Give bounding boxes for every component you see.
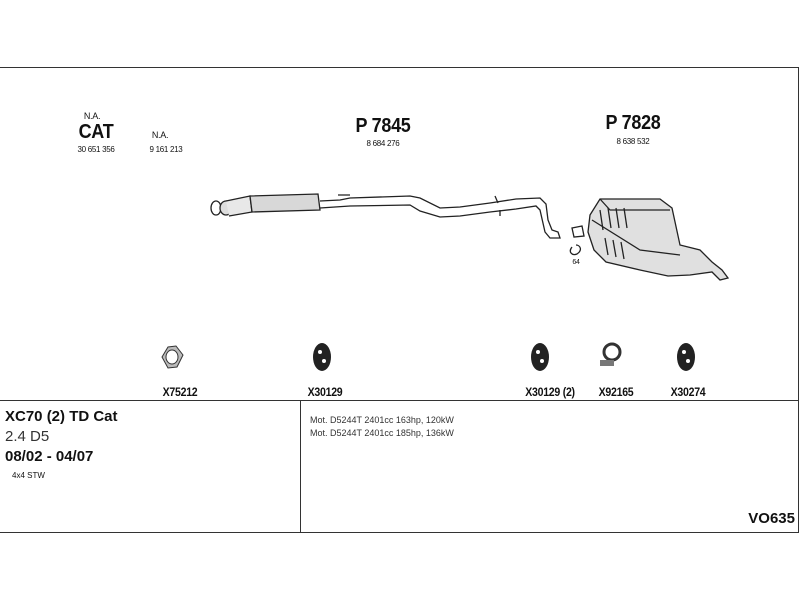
rubber-mount-icon (313, 343, 331, 371)
engine-spec: Mot. D5244T 2401cc 163hp, 120kW (310, 415, 454, 425)
accessory-label: X92165 (598, 385, 634, 399)
part-code-p7828: P 7828 (605, 112, 661, 134)
rubber-mount-icon (531, 343, 549, 371)
engine-spec: Mot. D5244T 2401cc 185hp, 136kW (310, 428, 454, 438)
vehicle-years: 08/02 - 04/07 (5, 448, 94, 465)
part-number-p7828: 8 638 532 (616, 137, 650, 146)
clamp-ref: 64 (572, 259, 580, 266)
na-label: N.A. (151, 130, 169, 140)
gasket-icon (161, 345, 184, 369)
clamp-icon (600, 342, 622, 366)
vehicle-model: XC70 (2) TD Cat (5, 408, 118, 425)
accessory-label: X30129 (2) (525, 385, 575, 399)
middle-muffler (210, 193, 561, 239)
rubber-mount-icon (677, 343, 695, 371)
cat-label: CAT (78, 121, 114, 143)
accessory-label: X75212 (162, 385, 198, 399)
na-part-number: 9 161 213 (149, 145, 183, 154)
cat-na-label: N.A. (83, 111, 101, 121)
accessory-label: X30274 (670, 385, 706, 399)
divider (0, 400, 799, 401)
vehicle-body: 4x4 STW (12, 471, 45, 480)
divider (300, 401, 301, 532)
cat-part-number: 30 651 356 (77, 145, 115, 154)
part-number-p7845: 8 684 276 (366, 139, 400, 148)
diagram-frame (0, 67, 799, 533)
accessory-label: X30129 (307, 385, 343, 399)
vehicle-engine: 2.4 D5 (5, 428, 50, 445)
rear-muffler (569, 198, 730, 281)
part-code-p7845: P 7845 (355, 115, 411, 137)
diagram-code: VO635 (748, 510, 795, 527)
